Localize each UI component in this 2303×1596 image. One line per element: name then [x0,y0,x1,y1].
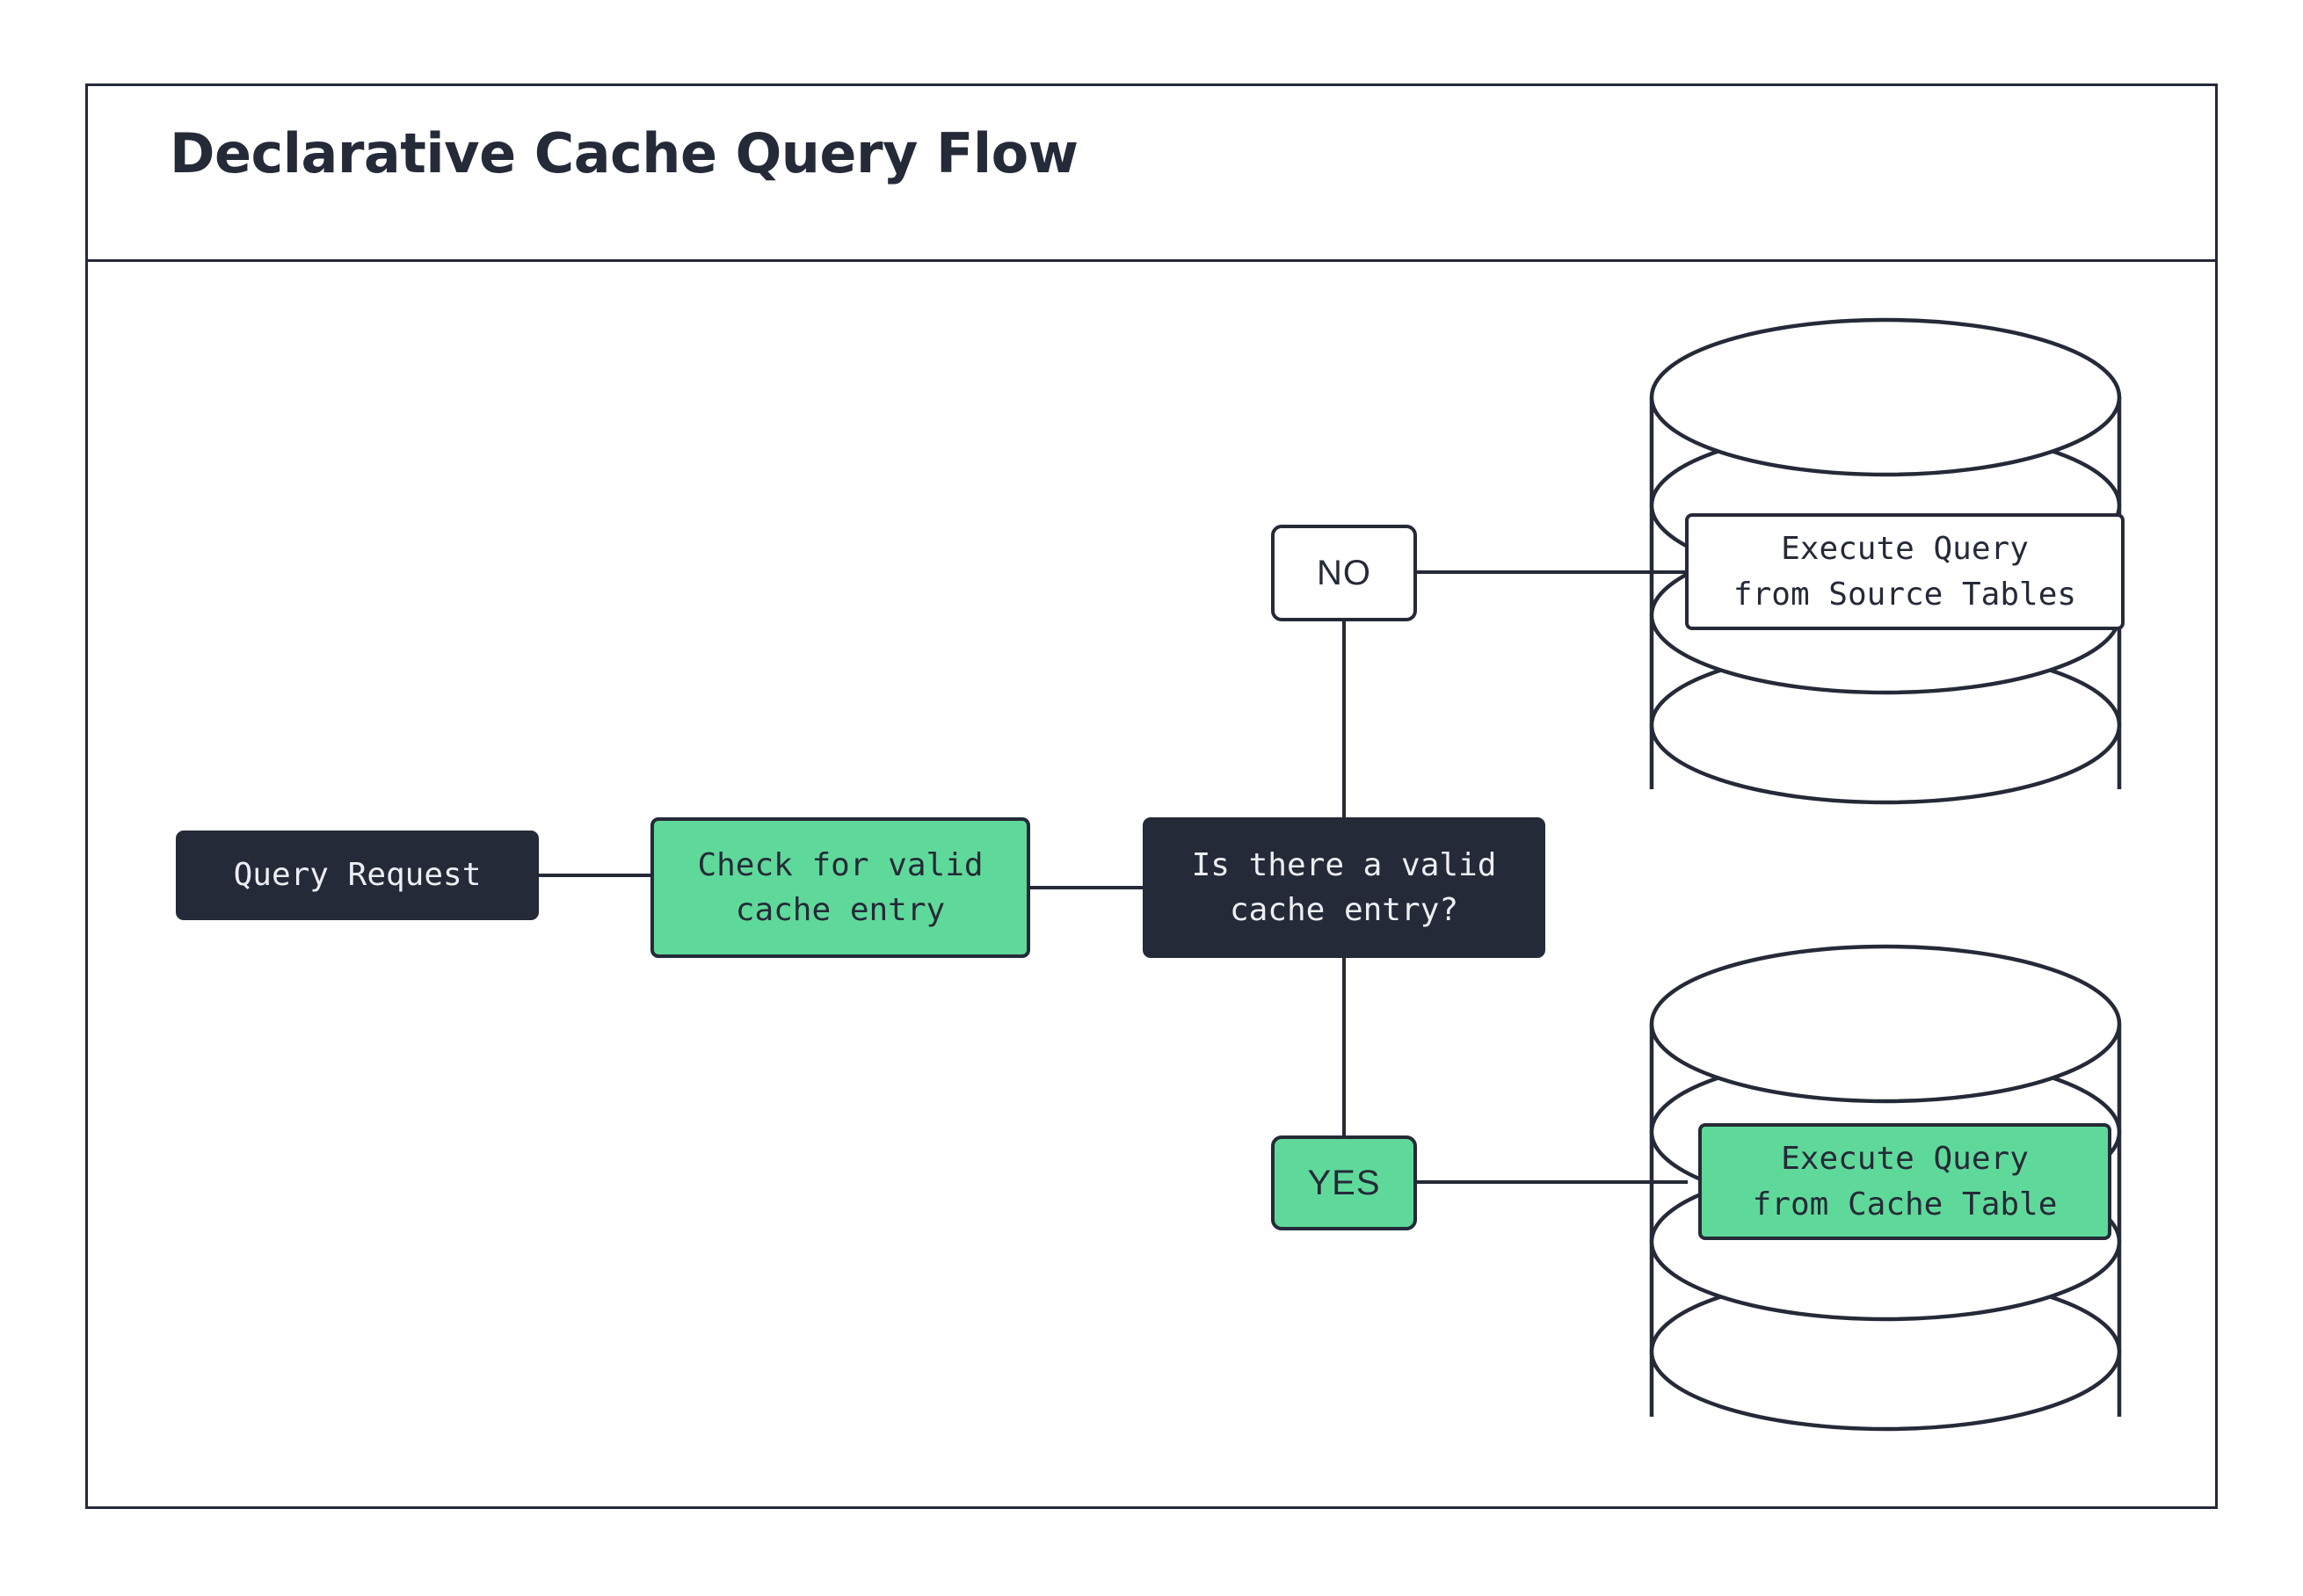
node-decision-valid-cache[interactable]: Is there a valid cache entry? [1143,817,1545,958]
page-title: Declarative Cache Query Flow [170,121,1079,185]
diagram-header [88,86,2215,262]
node-execute-query-cache-table[interactable]: Execute Query from Cache Table [1698,1123,2111,1240]
node-execute-query-source-tables[interactable]: Execute Query from Source Tables [1685,513,2125,630]
node-check-cache[interactable]: Check for valid cache entry [650,817,1030,958]
node-query-request[interactable]: Query Request [176,831,539,920]
branch-label-no[interactable]: NO [1271,525,1417,621]
branch-label-yes[interactable]: YES [1271,1135,1417,1230]
